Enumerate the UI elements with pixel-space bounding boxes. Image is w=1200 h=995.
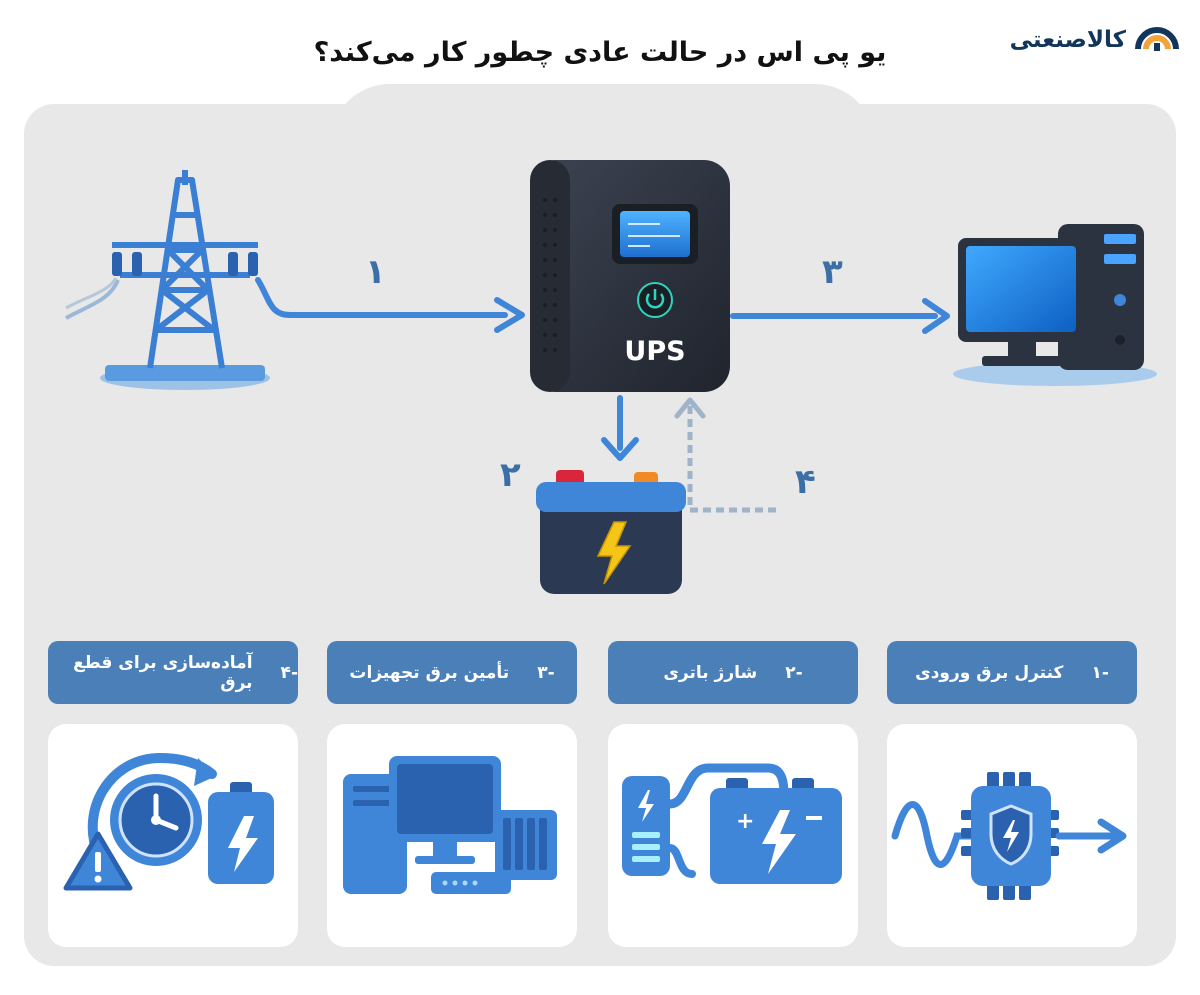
computer-icon — [953, 224, 1157, 386]
step-label-number: -۴ — [280, 662, 298, 683]
power-tower-icon — [65, 170, 270, 390]
arrow-output — [730, 298, 950, 334]
logo-text: کالاصنعتی — [1009, 27, 1126, 53]
step-label-1: -۱ کنترل برق ورودی — [887, 641, 1137, 704]
battery-charging-icon: + — [622, 763, 842, 884]
step-number-3: ۳ — [822, 252, 843, 292]
step-label-2: -۲ شارژ باتری — [608, 641, 858, 704]
step-card-4 — [48, 724, 298, 947]
logo-icon — [1134, 23, 1180, 57]
ups-device: UPS — [530, 160, 730, 392]
step-label-text: کنترل برق ورودی — [915, 662, 1064, 683]
step-label-4: -۴ آماده‌سازی برای قطع برق — [48, 641, 298, 704]
outage-readiness-icon — [63, 752, 274, 891]
step-number-1: ۱ — [365, 252, 386, 292]
brand-logo: کالاصنعتی — [985, 18, 1180, 62]
arrow-charge — [601, 395, 639, 461]
arrow-input — [255, 277, 525, 333]
step-label-text: آماده‌سازی برای قطع برق — [73, 652, 253, 693]
step-number-4: ۴ — [795, 462, 816, 502]
step-label-number: -۳ — [537, 662, 555, 683]
step-label-number: -۲ — [785, 662, 803, 683]
battery-icon — [536, 470, 686, 594]
step-card-1 — [887, 724, 1137, 947]
step-label-text: شارژ باتری — [663, 662, 758, 683]
step-label-text: تأمین برق تجهیزات — [349, 662, 510, 683]
step-card-2: + — [608, 724, 858, 947]
arrow-standby — [674, 397, 776, 513]
step-label-number: -۱ — [1091, 662, 1109, 683]
page-title: یو پی اس در حالت عادی چطور کار می‌کند؟ — [313, 37, 887, 68]
ups-label: UPS — [624, 336, 685, 367]
step-label-3: -۳ تأمین برق تجهیزات — [327, 641, 577, 704]
equipment-power-icon — [343, 756, 557, 894]
ups-display — [620, 211, 690, 257]
ups-flow-diagram: UPS — [65, 160, 1157, 594]
step-card-3 — [327, 724, 577, 947]
svg-text:+: + — [736, 809, 754, 834]
step-number-2: ۲ — [500, 455, 521, 495]
power-control-chip-icon — [891, 772, 1127, 900]
